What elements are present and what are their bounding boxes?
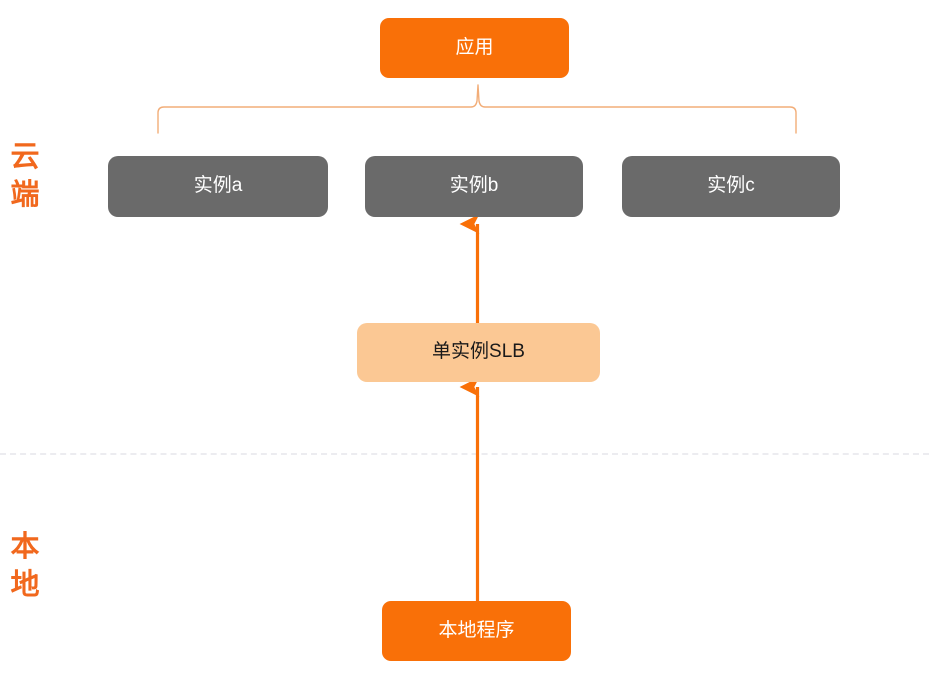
cloud-local-divider <box>0 453 929 455</box>
brace-connector-app-to-instances <box>157 84 797 134</box>
node-instance-b[interactable]: 实例b <box>365 156 583 217</box>
node-instance-a-label: 实例a <box>193 175 243 197</box>
zone-label-local-char-2: 地 <box>10 569 40 602</box>
node-instance-b-label: 实例b <box>449 175 499 197</box>
zone-label-cloud-char-1: 云 <box>10 141 40 173</box>
node-instance-c[interactable]: 实例c <box>622 156 840 217</box>
node-local-program-label: 本地程序 <box>438 619 515 641</box>
zone-label-local: 本 地 <box>8 528 42 605</box>
node-single-instance-slb-label: 单实例SLB <box>432 341 525 363</box>
zone-label-cloud-char-2: 端 <box>10 179 40 212</box>
node-single-instance-slb[interactable]: 单实例SLB <box>357 323 600 382</box>
node-local-program[interactable]: 本地程序 <box>382 601 571 661</box>
zone-label-cloud: 云 端 <box>8 138 42 215</box>
zone-label-local-char-1: 本 <box>10 531 40 563</box>
node-instance-c-label: 实例c <box>707 175 755 197</box>
node-application[interactable]: 应用 <box>380 18 569 78</box>
node-application-label: 应用 <box>455 36 494 58</box>
node-instance-a[interactable]: 实例a <box>108 156 328 217</box>
